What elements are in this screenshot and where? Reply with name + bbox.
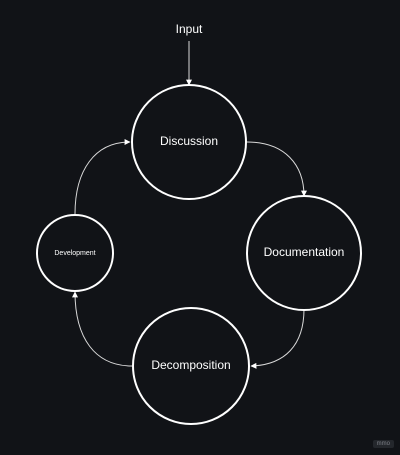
node-development-label: Development bbox=[54, 250, 95, 257]
edge-discussion-to-documentation bbox=[246, 141, 307, 197]
node-discussion-label: Discussion bbox=[160, 134, 218, 148]
node-decomposition-label: Decomposition bbox=[151, 358, 230, 372]
node-discussion-circle bbox=[131, 84, 247, 200]
edge-decomposition-to-development bbox=[72, 291, 133, 367]
node-documentation-circle bbox=[246, 195, 362, 311]
node-development-circle bbox=[36, 214, 114, 292]
input-label: Input bbox=[176, 22, 203, 36]
edge-development-to-discussion bbox=[74, 139, 131, 215]
node-documentation: Documentation bbox=[246, 195, 362, 311]
node-decomposition: Decomposition bbox=[132, 307, 250, 425]
watermark: mmo bbox=[372, 440, 394, 448]
node-discussion: Discussion bbox=[131, 84, 247, 200]
node-decomposition-circle bbox=[132, 307, 250, 425]
node-development: Development bbox=[36, 214, 114, 292]
node-documentation-label: Documentation bbox=[264, 245, 345, 259]
edge-documentation-to-decomposition bbox=[250, 308, 305, 369]
